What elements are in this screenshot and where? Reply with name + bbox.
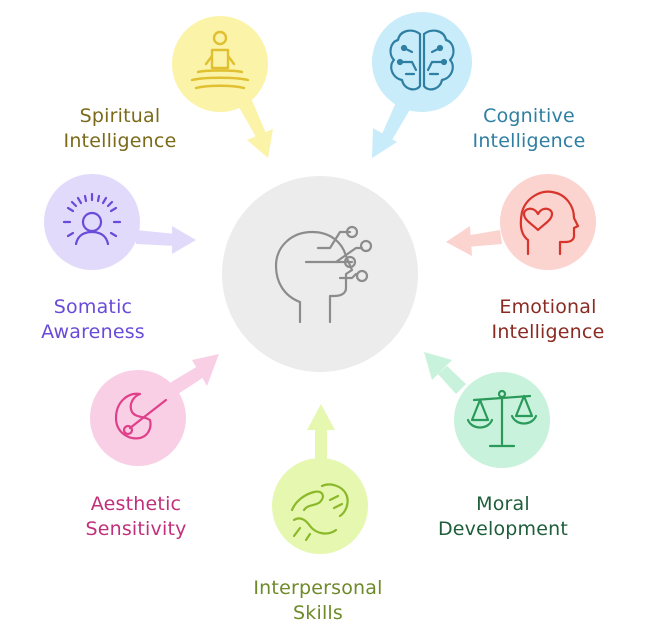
interpersonal-circle [272, 458, 368, 554]
person-aura-icon [62, 192, 122, 246]
label-aesthetic-2: Sensitivity [85, 518, 186, 540]
node-aesthetic [90, 370, 186, 466]
center-circle [222, 176, 418, 372]
labels: Spiritual Intelligence Cognitive Intelli… [41, 105, 604, 624]
label-somatic-2: Awareness [41, 321, 145, 343]
arrow-somatic [136, 226, 196, 254]
label-interpersonal-2: Skills [293, 602, 343, 624]
meditation-icon [190, 30, 250, 90]
head-heart-icon [519, 190, 580, 256]
label-emotional-2: Intelligence [492, 321, 605, 343]
palette-icon [114, 392, 168, 440]
arrows [136, 96, 502, 468]
node-moral [454, 372, 550, 468]
scales-icon [466, 389, 538, 448]
label-spiritual-1: Spiritual [80, 105, 161, 127]
arrow-spiritual [236, 96, 273, 158]
node-interpersonal [272, 458, 368, 554]
brain-circuit-icon [389, 29, 455, 91]
node-somatic [44, 174, 140, 270]
somatic-circle [44, 174, 140, 270]
label-spiritual-2: Intelligence [64, 130, 177, 152]
arrow-interpersonal [307, 404, 335, 468]
label-cognitive-1: Cognitive [483, 105, 575, 127]
arrow-emotional [446, 226, 502, 256]
cognitive-circle [372, 12, 472, 112]
label-interpersonal-1: Interpersonal [253, 577, 382, 599]
label-moral-1: Moral [476, 493, 530, 515]
arrow-moral [424, 352, 466, 394]
label-aesthetic-1: Aesthetic [91, 493, 181, 515]
head-network-icon [274, 225, 373, 324]
label-cognitive-2: Intelligence [473, 130, 586, 152]
label-moral-2: Development [438, 518, 568, 540]
aesthetic-circle [90, 370, 186, 466]
node-cognitive [372, 12, 472, 112]
spiritual-circle [172, 16, 268, 112]
label-somatic-1: Somatic [54, 296, 132, 318]
node-spiritual [172, 16, 268, 112]
handshake-icon [290, 483, 349, 542]
arrow-aesthetic [168, 354, 219, 396]
center-node [222, 176, 418, 372]
node-emotional [500, 174, 596, 270]
label-emotional-1: Emotional [499, 296, 596, 318]
